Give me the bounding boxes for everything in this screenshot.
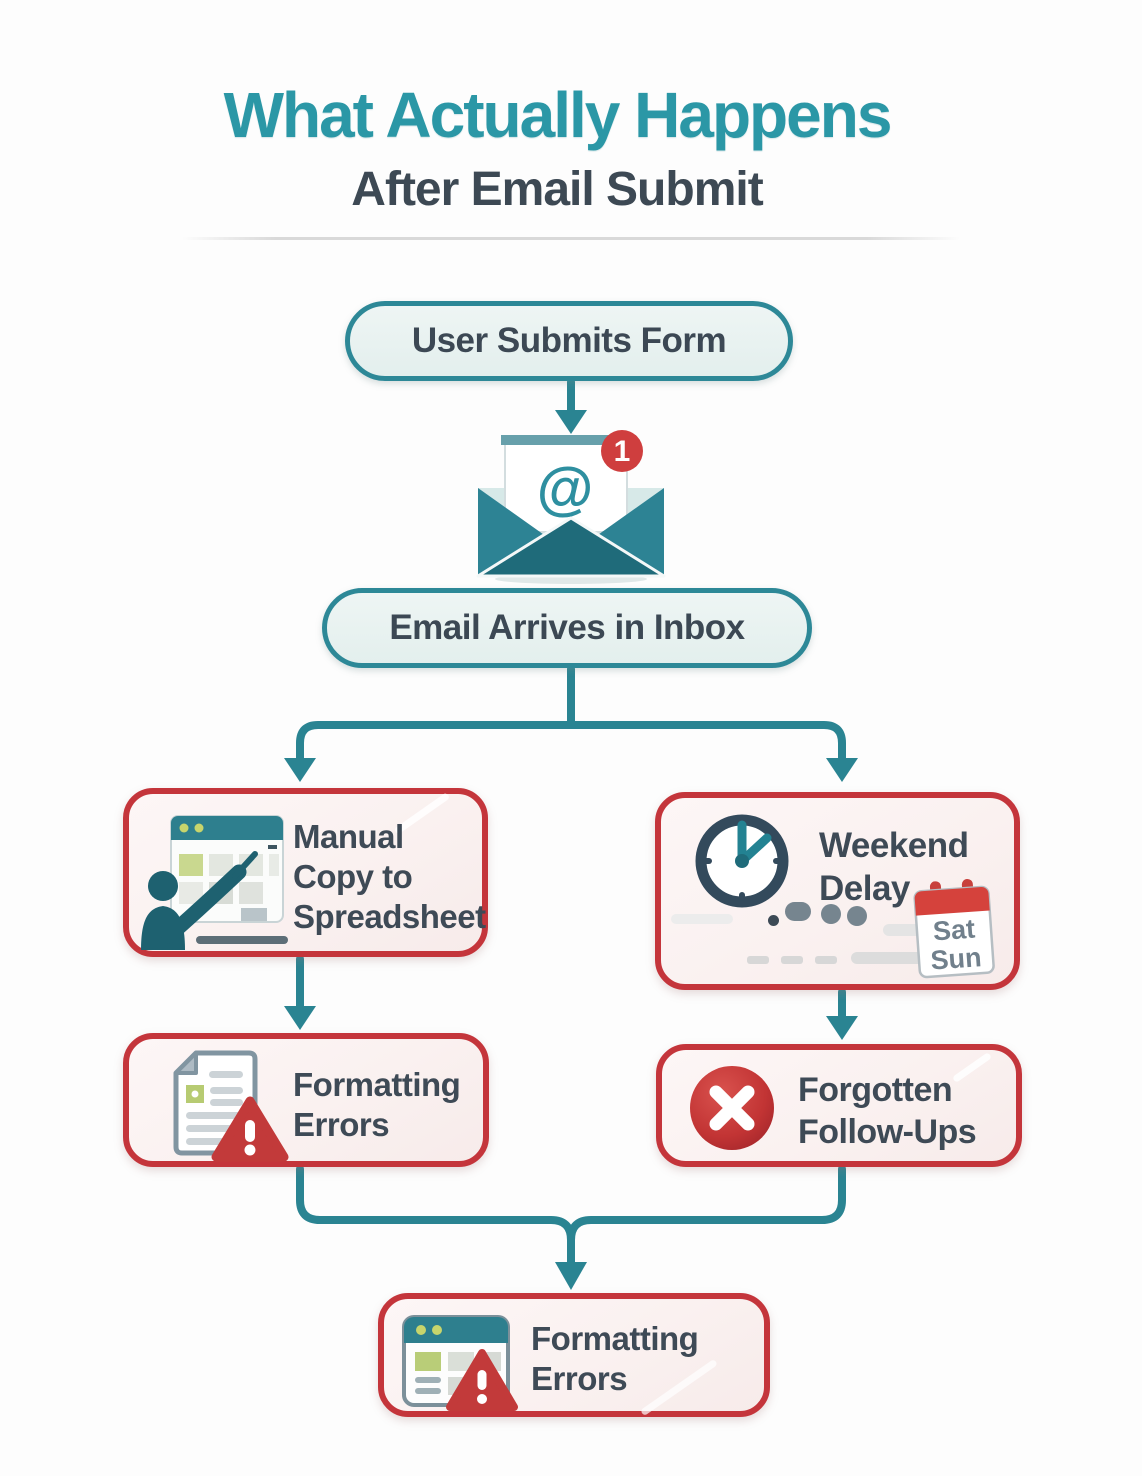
warning-triangle-icon: [446, 1349, 518, 1411]
document-warning-icon: [173, 1050, 289, 1162]
label-line: Copy to: [293, 858, 413, 895]
node-user-submits-form: User Submits Form: [345, 301, 793, 381]
browser-warning-icon: [402, 1315, 518, 1411]
spreadsheet-person-icon: [141, 815, 288, 950]
label-line: Follow-Ups: [798, 1113, 977, 1151]
notification-badge: 1: [601, 430, 643, 472]
arrowhead: [284, 1006, 316, 1030]
label-line: Errors: [293, 1106, 390, 1143]
node-label: Formatting Errors: [531, 1319, 699, 1399]
page-title: What Actually Happens: [223, 79, 893, 151]
person-silhouette: [141, 851, 258, 950]
page-title-block: What Actually Happens After Email Submit: [0, 78, 1128, 217]
arrowhead: [826, 758, 858, 782]
label-line: Spreadsheet: [293, 898, 486, 935]
calendar-day-sun: Sun: [930, 942, 983, 975]
label-line: Errors: [531, 1360, 628, 1397]
label-line: Delay: [819, 869, 910, 908]
node-forgotten-followups: Forgotten Follow-Ups: [656, 1044, 1022, 1167]
branch-right-line: [567, 721, 846, 764]
label-line: Manual: [293, 818, 404, 855]
arrowhead: [555, 1262, 587, 1290]
page-subtitle: After Email Submit: [351, 163, 763, 216]
node-weekend-delay: Weekend Delay Sat Sun: [655, 792, 1020, 990]
badge-count: 1: [614, 435, 631, 468]
node-label: Forgotten Follow-Ups: [798, 1069, 977, 1153]
node-final-formatting-errors: Formatting Errors: [378, 1293, 770, 1417]
envelope-front-flap: [476, 516, 666, 578]
label-line: Weekend: [819, 826, 969, 865]
node-label: User Submits Form: [411, 321, 727, 360]
x-circle-icon: [690, 1066, 774, 1150]
node-manual-copy: Manual Copy to Spreadsheet: [123, 788, 488, 957]
title-divider: [182, 237, 960, 240]
spreadsheet-window: [170, 815, 284, 923]
weekend-calendar-icon: Sat Sun: [913, 878, 995, 979]
merge-right-line: [567, 1165, 846, 1244]
email-envelope-icon: @ 1: [476, 430, 666, 584]
label-line: Forgotten: [798, 1071, 953, 1109]
clock-icon: [695, 814, 789, 908]
arrowhead: [826, 1016, 858, 1040]
merge-left-line: [296, 1165, 575, 1268]
node-label: Weekend Delay: [819, 824, 969, 910]
node-label: Manual Copy to Spreadsheet: [293, 817, 486, 937]
node-label: Formatting Errors: [293, 1065, 461, 1145]
label-line: Formatting: [293, 1066, 461, 1103]
calendar-day-sat: Sat: [932, 914, 976, 947]
at-symbol: @: [537, 456, 594, 521]
branch-left-line: [296, 721, 575, 764]
label-line: Formatting: [531, 1320, 699, 1357]
arrowhead: [284, 758, 316, 782]
node-label: Email Arrives in Inbox: [389, 608, 745, 647]
node-formatting-errors: Formatting Errors: [123, 1033, 489, 1167]
warning-triangle-icon: [211, 1096, 289, 1162]
node-email-arrives: Email Arrives in Inbox: [322, 588, 812, 668]
